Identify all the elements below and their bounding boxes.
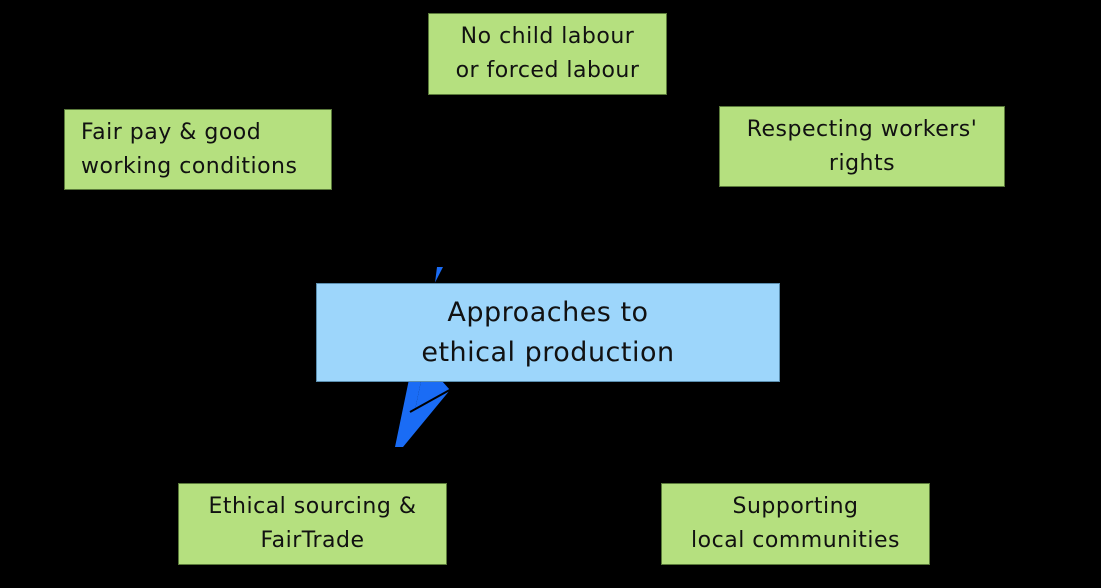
node-text-line: Fair pay & good [81, 119, 262, 145]
node-text-line: Ethical sourcing & [208, 494, 417, 519]
node-ethical-sourcing: Ethical sourcing & FairTrade [178, 483, 447, 565]
node-workers-rights: Respecting workers' rights [719, 106, 1005, 187]
node-text-line: Respecting workers' [746, 116, 978, 142]
central-text-line: Approaches to [447, 296, 649, 328]
node-text-line: No child labour [460, 24, 635, 49]
node-text-line: working conditions [81, 153, 298, 179]
node-text-line: local communities [691, 528, 900, 553]
node-text-line: or forced labour [455, 58, 640, 83]
node-no-child-labour: No child labour or forced labour [428, 13, 667, 95]
node-text-line: rights [828, 150, 896, 176]
central-text-line: ethical production [421, 336, 675, 368]
node-text-line: Supporting [732, 494, 859, 519]
node-text-line: FairTrade [260, 528, 365, 553]
node-fair-pay: Fair pay & good working conditions [64, 109, 332, 190]
node-local-communities: Supporting local communities [661, 483, 930, 565]
central-node: Approaches to ethical production [316, 283, 780, 382]
